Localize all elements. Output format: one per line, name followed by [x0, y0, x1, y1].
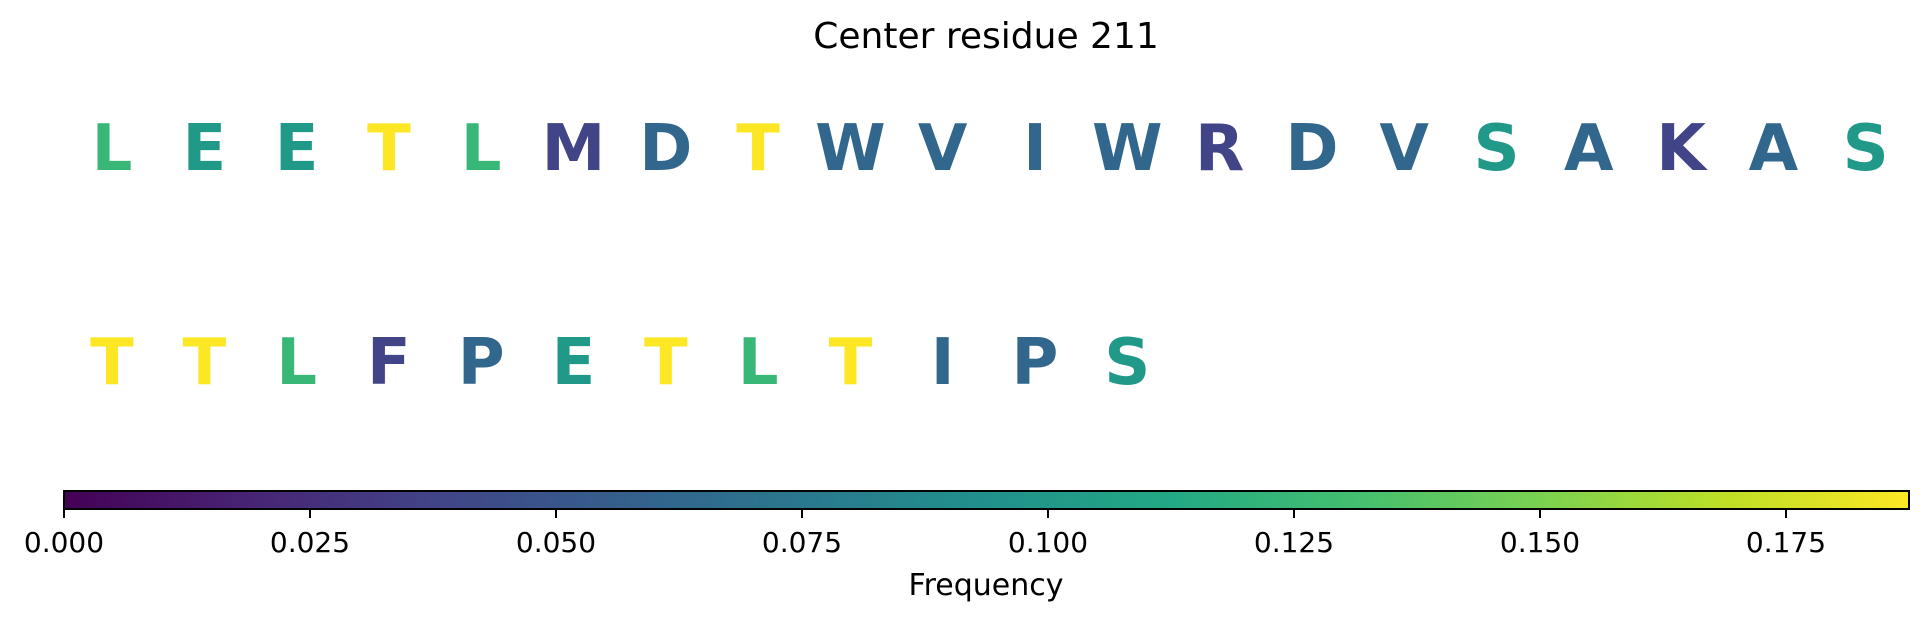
residue-letter: P — [1012, 326, 1059, 400]
residue-letter: T — [736, 112, 780, 186]
residue-letter: M — [542, 112, 606, 186]
residue-letter: E — [182, 112, 226, 186]
residue-letter: S — [1104, 326, 1150, 400]
colorbar-tick-label: 0.150 — [1500, 526, 1580, 559]
residue-letter: W — [815, 112, 886, 186]
colorbar-tick-label: 0.050 — [516, 526, 596, 559]
colorbar-tick-label: 0.000 — [24, 526, 104, 559]
residue-letter: F — [367, 326, 411, 400]
residue-letter: D — [639, 112, 692, 186]
residue-letter: V — [918, 112, 968, 186]
colorbar-tick-label: 0.125 — [1254, 526, 1334, 559]
residue-letter: S — [1843, 112, 1889, 186]
colorbar-tick-label: 0.175 — [1746, 526, 1826, 559]
colorbar-tick-label: 0.025 — [270, 526, 350, 559]
residue-letter: T — [182, 326, 226, 400]
residue-letter: V — [1379, 112, 1429, 186]
residue-letter: S — [1473, 112, 1519, 186]
residue-letter: D — [1285, 112, 1338, 186]
residue-letter: E — [275, 112, 319, 186]
residue-letter: T — [367, 112, 411, 186]
colorbar-tick-label: 0.075 — [762, 526, 842, 559]
residue-letter: K — [1656, 112, 1708, 186]
residue-letter: L — [738, 326, 779, 400]
residue-letter: L — [276, 326, 317, 400]
residue-letter: A — [1749, 112, 1799, 186]
colorbar-gradient — [63, 490, 1910, 510]
residue-letter: T — [644, 326, 688, 400]
residue-letter: E — [552, 326, 596, 400]
colorbar-tick-label: 0.100 — [1008, 526, 1088, 559]
residue-letter: I — [931, 326, 955, 400]
colorbar-label: Frequency — [909, 568, 1064, 603]
residue-letter: W — [1092, 112, 1163, 186]
residue-letter: L — [92, 112, 133, 186]
colorbar-ticks: 0.000 0.025 0.050 0.075 0.100 0.125 0.150 0.175 — [24, 509, 1826, 559]
residue-letter: I — [1023, 112, 1047, 186]
residue-letter: A — [1564, 112, 1614, 186]
residue-letter: L — [461, 112, 502, 186]
colorbar: 0.000 0.025 0.050 0.075 0.100 0.125 0.150 0.175… — [24, 490, 1910, 603]
residue-letter: P — [458, 326, 505, 400]
residue-letter: T — [829, 326, 873, 400]
chart-title: Center residue 211 — [813, 16, 1159, 57]
residue-letter: T — [90, 326, 134, 400]
residue-letter: R — [1195, 112, 1244, 186]
